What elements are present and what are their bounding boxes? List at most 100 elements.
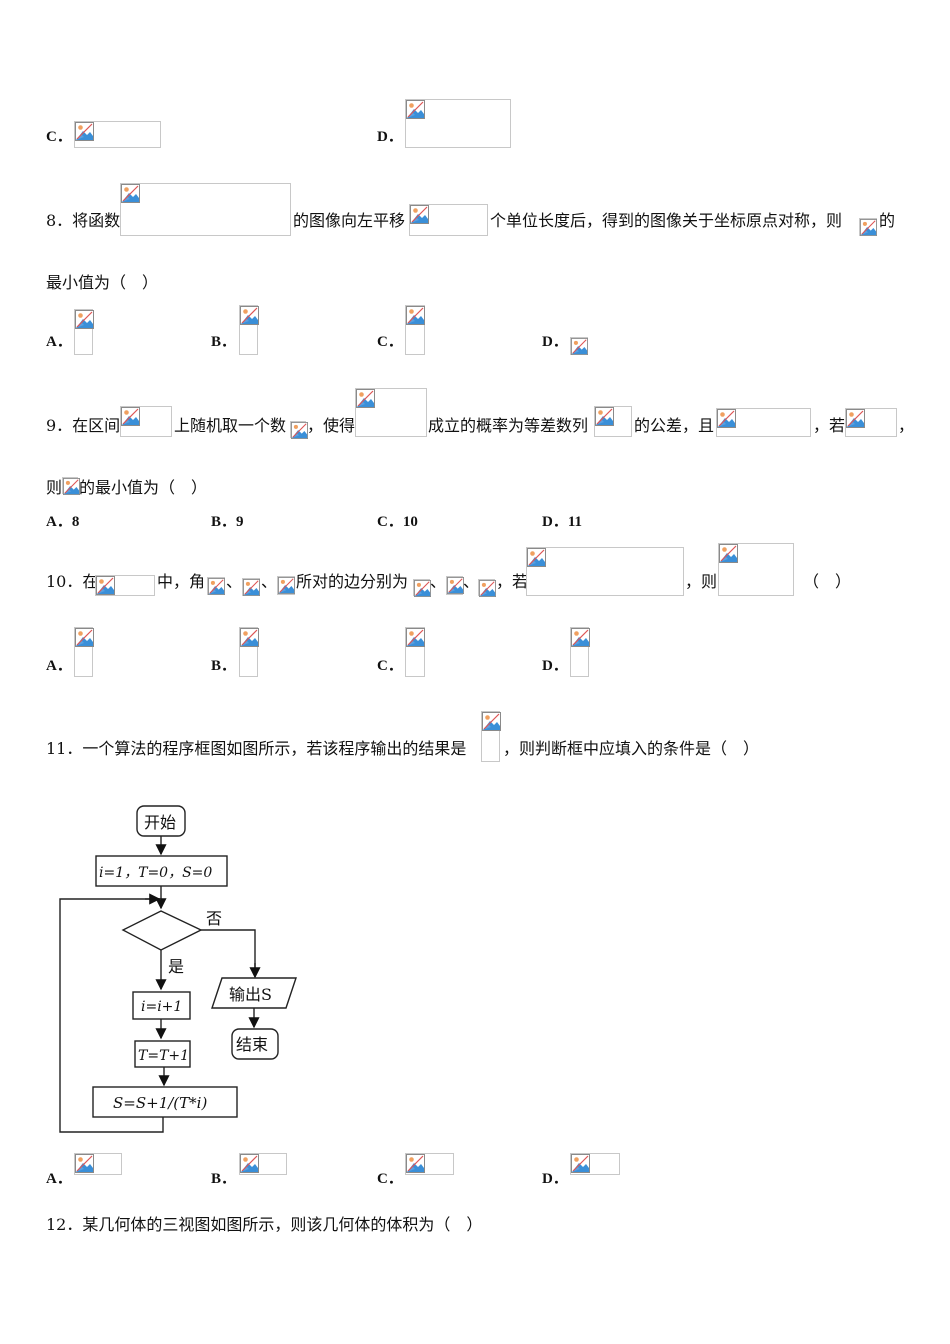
broken-image-icon bbox=[719, 544, 738, 563]
broken-image-icon bbox=[63, 478, 80, 495]
broken-image-icon bbox=[75, 628, 94, 647]
formula-image bbox=[290, 421, 306, 438]
broken-image-icon bbox=[479, 580, 496, 597]
question-text: 12．某几何体的三视图如图所示，则该几何体的体积为（ ） bbox=[46, 1215, 483, 1234]
formula-image bbox=[405, 627, 425, 677]
question-text: 8．将函数 bbox=[46, 211, 121, 230]
question-text: ，若 bbox=[813, 416, 846, 435]
yes-label: 是 bbox=[168, 957, 184, 976]
question-text: 、 bbox=[430, 572, 447, 591]
formula-image bbox=[74, 1153, 122, 1175]
formula-image bbox=[845, 408, 897, 437]
end-node bbox=[231, 1028, 279, 1060]
output-label: 输出S bbox=[229, 985, 272, 1004]
formula-image bbox=[74, 627, 93, 677]
step1-label: i=i+1 bbox=[141, 999, 182, 1015]
no-label: 否 bbox=[206, 909, 222, 928]
start-label: 开始 bbox=[144, 813, 176, 832]
init-label: i=1，T=0，S=0 bbox=[99, 865, 212, 881]
formula-image bbox=[594, 406, 632, 437]
formula-image bbox=[570, 1153, 620, 1175]
option-label: D． bbox=[377, 129, 403, 145]
step3-label: S=S+1/(T*i) bbox=[113, 1094, 207, 1112]
option-label: C． bbox=[46, 129, 72, 145]
broken-image-icon bbox=[240, 1154, 259, 1173]
formula-image bbox=[74, 309, 93, 355]
option-label: A． bbox=[46, 334, 72, 350]
question-text: ，则 bbox=[685, 572, 718, 591]
broken-image-icon bbox=[414, 580, 431, 597]
formula-image bbox=[207, 577, 225, 595]
question-text: （ ） bbox=[803, 572, 852, 591]
broken-image-icon bbox=[406, 628, 425, 647]
formula-image bbox=[239, 305, 258, 355]
formula-image bbox=[74, 121, 161, 148]
formula-image bbox=[570, 337, 588, 355]
formula-image bbox=[120, 406, 172, 437]
broken-image-icon bbox=[595, 407, 614, 426]
broken-image-icon bbox=[243, 579, 260, 596]
option-label: C． bbox=[377, 1171, 403, 1187]
broken-image-icon bbox=[406, 1154, 425, 1173]
question-text: 的公差，且 bbox=[634, 416, 715, 435]
step2-node bbox=[134, 1040, 191, 1068]
broken-image-icon bbox=[75, 1154, 94, 1173]
question-text: 最小值为（ ） bbox=[46, 273, 159, 292]
formula-image bbox=[405, 99, 511, 148]
question-text: ， bbox=[898, 416, 915, 435]
formula-image bbox=[120, 183, 291, 236]
question-text: 成立的概率为等差数列 bbox=[428, 416, 589, 435]
question-text: 所对的边分别为 bbox=[296, 572, 409, 591]
formula-image bbox=[405, 305, 425, 355]
option-label: D． bbox=[542, 1171, 568, 1187]
formula-image bbox=[478, 579, 495, 596]
question-text: 、 bbox=[463, 572, 480, 591]
question-text: 9．在区间 bbox=[46, 416, 121, 435]
formula-image bbox=[716, 408, 811, 437]
question-text: 的最小值为（ ） bbox=[79, 478, 208, 497]
question-text: 的 bbox=[879, 211, 896, 230]
formula-image bbox=[277, 576, 295, 595]
option-answer: B．9 bbox=[211, 514, 244, 530]
output-node bbox=[211, 977, 297, 1009]
broken-image-icon bbox=[846, 409, 865, 428]
broken-image-icon bbox=[75, 122, 94, 141]
decision-node bbox=[121, 910, 203, 951]
broken-image-icon bbox=[527, 548, 546, 567]
broken-image-icon bbox=[121, 184, 140, 203]
question-text: 个单位长度后，得到的图像关于坐标原点对称，则 bbox=[490, 211, 843, 230]
broken-image-icon bbox=[717, 409, 736, 428]
end-label: 结束 bbox=[236, 1035, 268, 1054]
broken-image-icon bbox=[406, 306, 425, 325]
formula-image bbox=[859, 218, 877, 236]
broken-image-icon bbox=[571, 1154, 590, 1173]
broken-image-icon bbox=[240, 628, 259, 647]
formula-image bbox=[446, 576, 463, 595]
formula-image bbox=[405, 1153, 454, 1175]
formula-image bbox=[409, 204, 488, 236]
formula-image bbox=[95, 575, 155, 596]
question-text: ，则判断框中应填入的条件是（ ） bbox=[503, 739, 760, 758]
broken-image-icon bbox=[447, 577, 464, 594]
formula-image bbox=[413, 579, 430, 596]
step3-node bbox=[92, 1086, 238, 1118]
question-text: 11．一个算法的程序框图如图所示，若该程序输出的结果是 bbox=[46, 739, 467, 758]
formula-image bbox=[62, 477, 78, 494]
broken-image-icon bbox=[121, 407, 140, 426]
broken-image-icon bbox=[860, 219, 877, 236]
broken-image-icon bbox=[208, 578, 225, 595]
broken-image-icon bbox=[240, 306, 259, 325]
broken-image-icon bbox=[291, 422, 308, 439]
option-label: B． bbox=[211, 334, 237, 350]
formula-image bbox=[570, 627, 589, 677]
formula-image bbox=[242, 578, 260, 596]
option-label: A． bbox=[46, 658, 72, 674]
flowchart: 开始 i=1，T=0，S=0 否 是 i=i+1 T=T+1 S=S+1/(T*… bbox=[59, 805, 297, 1133]
formula-image bbox=[481, 711, 500, 762]
question-text: 、 bbox=[261, 572, 278, 591]
broken-image-icon bbox=[482, 712, 501, 731]
option-label: D． bbox=[542, 334, 568, 350]
formula-image bbox=[718, 543, 794, 596]
step2-label: T=T+1 bbox=[138, 1048, 189, 1064]
question-text: 上随机取一个数 bbox=[174, 416, 287, 435]
